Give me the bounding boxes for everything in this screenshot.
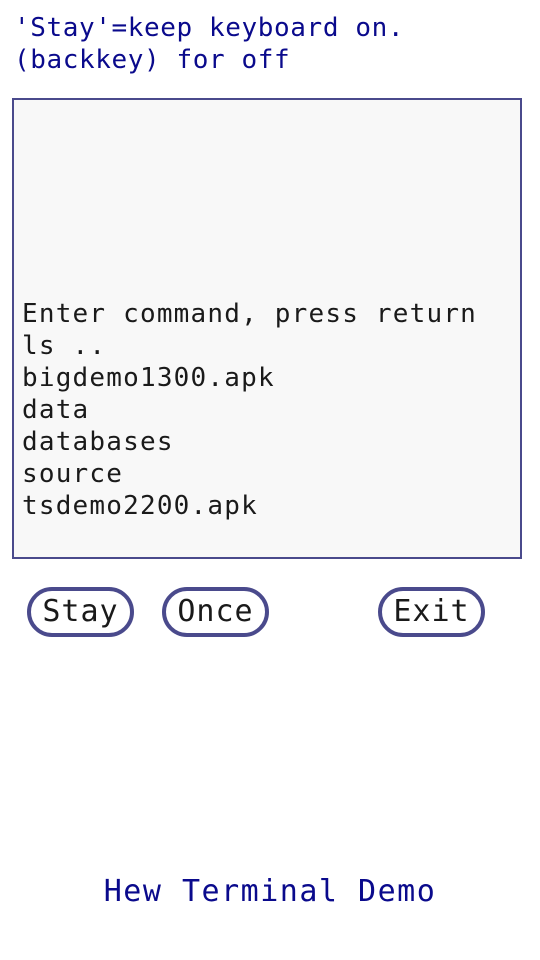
keyboard-hint: 'Stay'=keep keyboard on. (backkey) for o… [14,12,524,76]
once-button[interactable]: Once [162,587,269,637]
terminal-line: Enter command, press return [22,299,478,329]
terminal-output[interactable]: Enter command, press return ls .. bigdem… [12,98,522,559]
terminal-line: bigdemo1300.apk [22,363,275,393]
terminal-line: tsdemo2200.apk [22,491,258,521]
terminal-line: data [22,395,90,425]
app-title: Hew Terminal Demo [103,874,437,909]
stay-button[interactable]: Stay [27,587,134,637]
terminal-line: databases [22,427,174,457]
terminal-line: ls .. [22,331,107,361]
terminal-line: source [22,459,124,489]
keyboard-hint-line-2: (backkey) for off [14,45,291,75]
keyboard-hint-line-1: 'Stay'=keep keyboard on. [14,13,405,43]
terminal-lines: Enter command, press return ls .. bigdem… [22,298,512,522]
exit-button[interactable]: Exit [378,587,485,637]
